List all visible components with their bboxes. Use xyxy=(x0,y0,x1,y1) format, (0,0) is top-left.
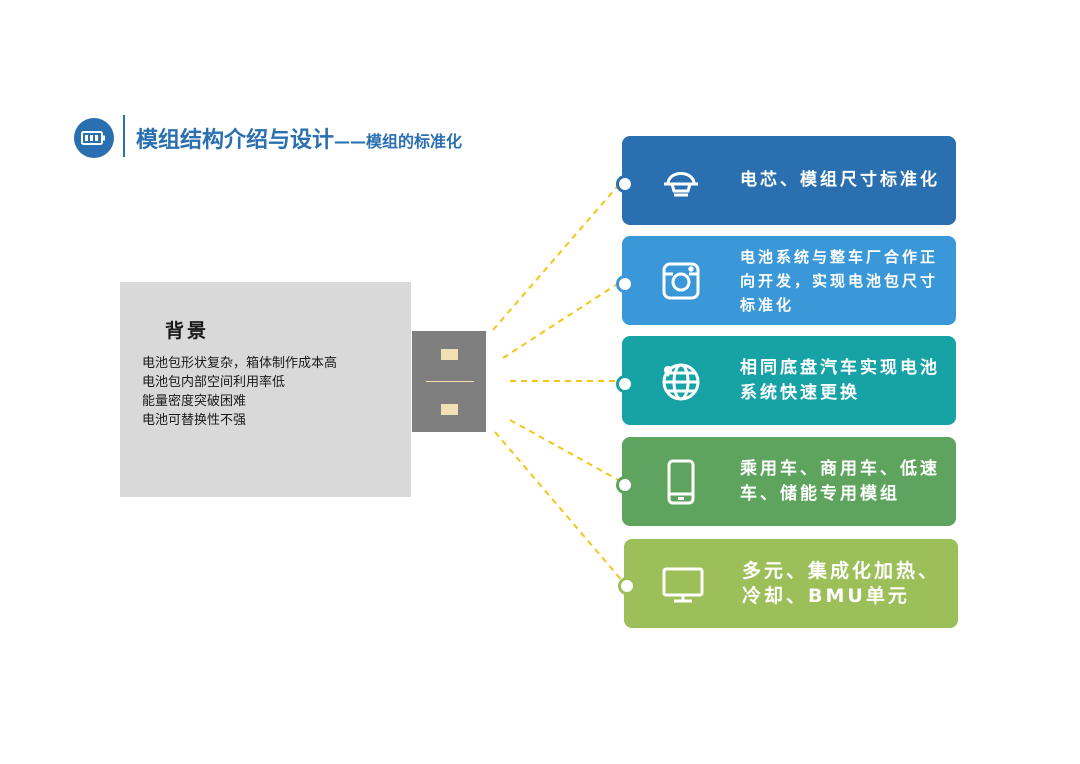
background-line: 电池包形状复杂，箱体制作成本高 xyxy=(142,356,338,371)
plug-slot xyxy=(441,404,458,415)
background-line: 能量密度突破困难 xyxy=(142,394,247,409)
smartphone-icon xyxy=(658,459,704,505)
background-heading: 背景 xyxy=(165,320,210,342)
camera-icon xyxy=(658,258,704,304)
background-line: 电池包内部空间利用率低 xyxy=(142,375,286,390)
page-title: 模组结构介绍与设计——模组的标准化 xyxy=(136,122,462,154)
connector-dot xyxy=(616,275,634,293)
connector-dot xyxy=(618,577,636,595)
card-text: 电芯、模组尺寸标准化 xyxy=(740,170,940,190)
plug-slot xyxy=(441,349,458,360)
card-text: 乘用车、商用车、低速车、储能专用模组 xyxy=(740,458,940,504)
connector-line-5 xyxy=(494,431,625,584)
card-module-size: 电芯、模组尺寸标准化 xyxy=(622,136,956,225)
connector-dot xyxy=(616,175,634,193)
card-text: 相同底盘汽车实现电池系统快速更换 xyxy=(740,357,940,403)
title-main: 模组结构介绍与设计 xyxy=(136,128,335,153)
background-box: 背景 电池包形状复杂，箱体制作成本高 电池包内部空间利用率低 能量密度突破困难 … xyxy=(120,282,411,497)
background-lines: 电池包形状复杂，箱体制作成本高 电池包内部空间利用率低 能量密度突破困难 电池可… xyxy=(142,354,337,430)
card-text: 电池系统与整车厂合作正向开发，实现电池包尺寸标准化 xyxy=(740,247,939,314)
globe-icon xyxy=(658,358,704,404)
background-line: 电池可替换性不强 xyxy=(142,413,247,428)
plug-divider xyxy=(426,381,474,382)
card-vehicle-cooperation: 电池系统与整车厂合作正向开发，实现电池包尺寸标准化 xyxy=(622,236,956,325)
card-battery-swap: 相同底盘汽车实现电池系统快速更换 xyxy=(622,336,956,425)
connector-dot xyxy=(616,476,634,494)
title-divider xyxy=(123,115,125,157)
connector-line-2 xyxy=(502,280,623,359)
title-subtitle: 模组的标准化 xyxy=(366,132,463,151)
card-vehicle-types: 乘用车、商用车、低速车、储能专用模组 xyxy=(622,437,956,526)
card-text: 多元、集成化加热、冷却、BMU单元 xyxy=(742,559,941,607)
monitor-icon xyxy=(660,561,706,607)
connector-line-4 xyxy=(509,419,623,483)
title-dash: —— xyxy=(334,132,367,151)
card-integration: 多元、集成化加热、冷却、BMU单元 xyxy=(624,539,958,628)
helmet-icon xyxy=(658,158,704,204)
connector-dot xyxy=(616,375,634,393)
connector-line-1 xyxy=(492,180,623,331)
battery-icon xyxy=(74,118,114,158)
usb-plug xyxy=(412,331,486,432)
